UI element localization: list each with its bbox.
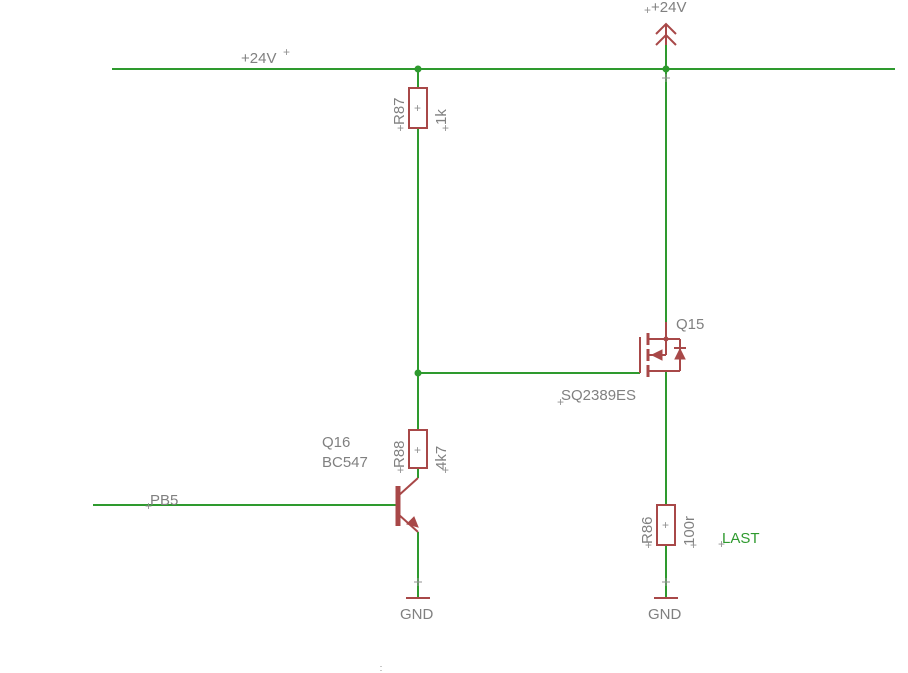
body-diode-icon <box>674 347 686 360</box>
svg-text:+: + <box>145 499 152 513</box>
supply-rail-label: +24V <box>241 50 276 67</box>
ground-left: GND <box>400 578 434 623</box>
r87-name-label: R87 <box>391 97 408 125</box>
svg-text:+: + <box>442 463 449 477</box>
svg-text:+: + <box>718 537 725 551</box>
wires <box>93 28 895 598</box>
junction-dot <box>414 369 422 377</box>
r86-name-label: R86 <box>639 516 656 544</box>
ground-right: GND <box>648 578 682 623</box>
junction-dot <box>662 65 670 73</box>
resistor-r88-body <box>408 429 428 469</box>
resistor-r88: + R88 4k7 + + <box>391 429 450 477</box>
svg-text:+: + <box>414 443 421 457</box>
emitter-arrow-icon <box>406 516 419 528</box>
supply-symbol: + +24V <box>644 0 686 82</box>
junction-dot <box>414 65 422 73</box>
resistor-r87: + R87 1k + + <box>391 87 450 135</box>
r87-value-label: 1k <box>433 109 450 125</box>
mosfet-q15: Q15 SQ2389ES + <box>557 316 704 409</box>
resistor-r86-body <box>656 504 676 546</box>
svg-text:+: + <box>690 538 697 552</box>
channel-arrow-icon <box>650 349 663 361</box>
ground-right-label: GND <box>648 606 682 623</box>
q15-value-label: SQ2389ES <box>561 387 636 404</box>
svg-text:+: + <box>414 101 421 115</box>
svg-text:+: + <box>397 463 404 477</box>
supply-symbol-label: +24V <box>651 0 686 16</box>
r88-value-label: 4k7 <box>433 446 450 470</box>
transistor-q16: Q16 BC547 <box>322 434 419 533</box>
r86-value-label: 100r <box>681 516 698 546</box>
input-net-label: PB5 <box>150 492 178 509</box>
q15-name-label: Q15 <box>676 316 704 333</box>
svg-text:+: + <box>645 538 652 552</box>
svg-text:+: + <box>557 395 564 409</box>
q16-value-label: BC547 <box>322 454 368 471</box>
ground-left-label: GND <box>400 606 434 623</box>
q16-name-label: Q16 <box>322 434 350 451</box>
resistor-r86: + R86 100r + + <box>639 504 698 552</box>
r88-name-label: R88 <box>391 440 408 468</box>
svg-text:+: + <box>644 3 651 17</box>
output-net-label: LAST <box>722 530 760 547</box>
svg-text:+: + <box>662 518 669 532</box>
svg-text:+: + <box>442 121 449 135</box>
resistor-r87-body <box>408 87 428 129</box>
svg-text:+: + <box>397 121 404 135</box>
svg-text:+: + <box>283 45 290 59</box>
